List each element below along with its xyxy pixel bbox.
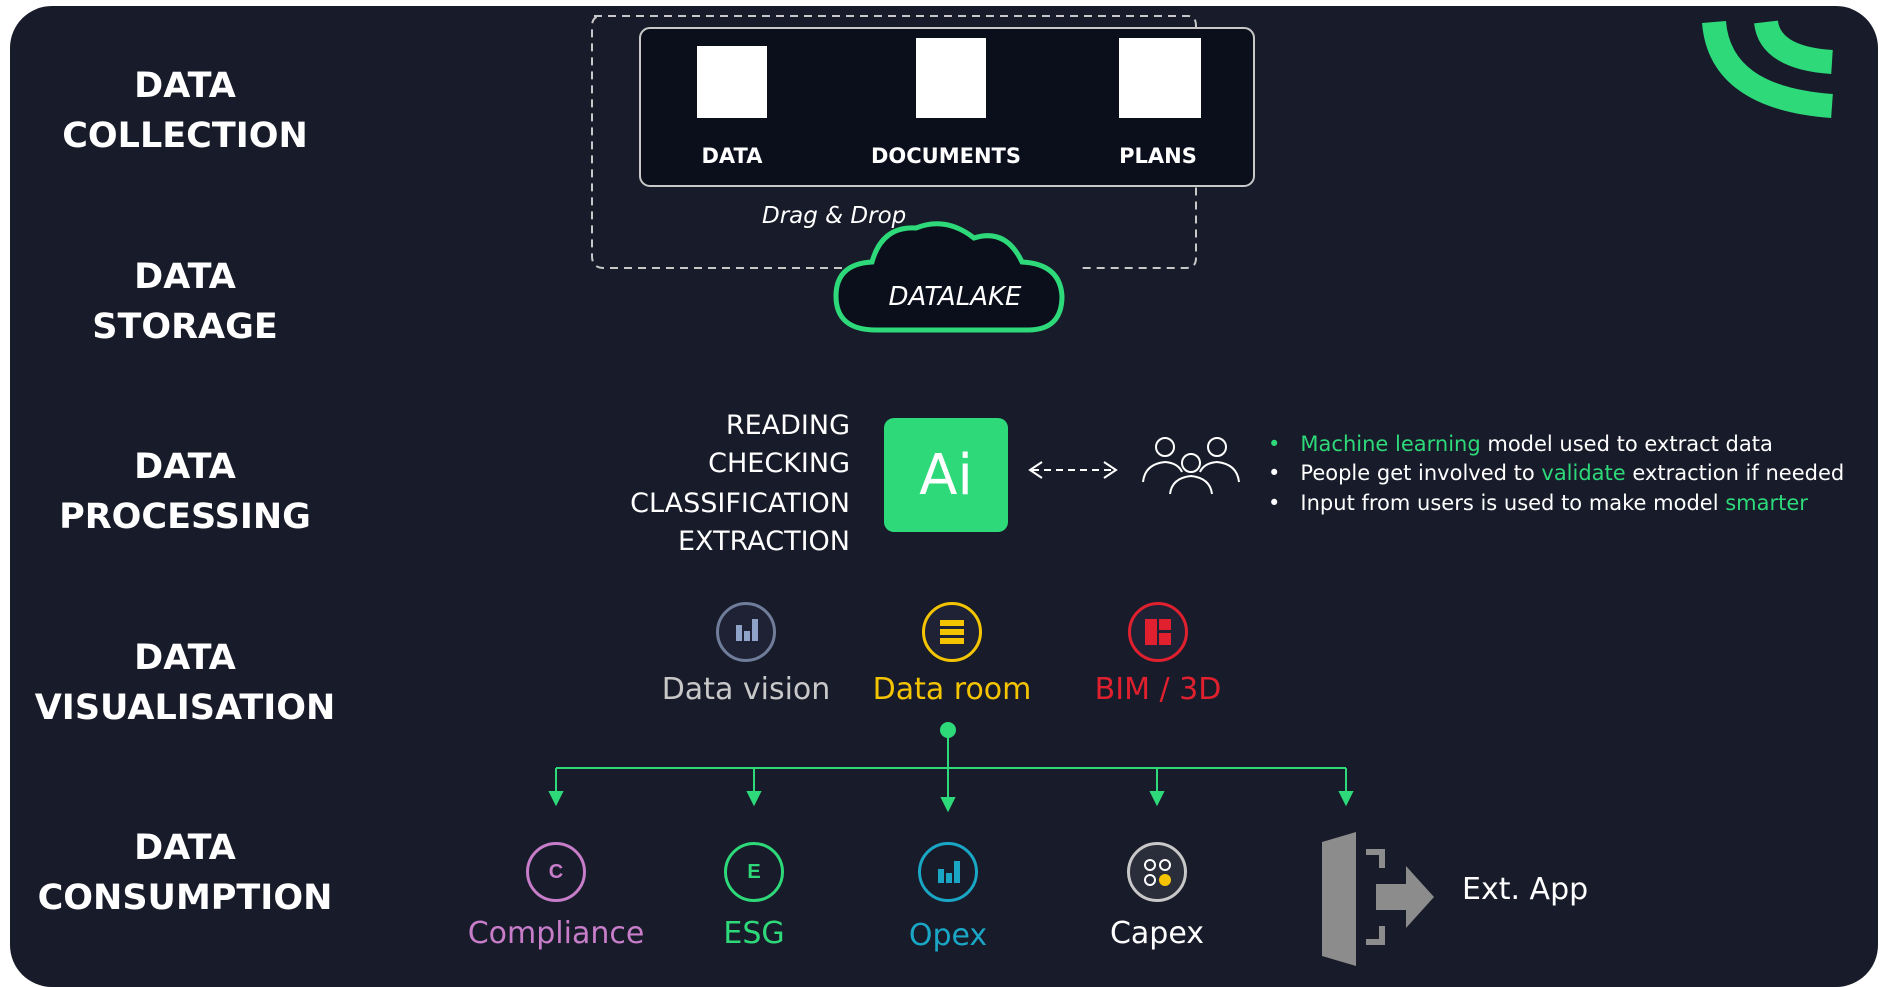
use-label-esg: ESG	[723, 916, 785, 951]
bullet-dot: •	[1268, 491, 1281, 515]
icon-letter: C	[548, 860, 564, 883]
bullet-dot: •	[1268, 461, 1281, 485]
compliance-icon: C	[526, 842, 586, 902]
export-icon	[1322, 832, 1434, 966]
signal-arcs-logo	[1702, 19, 1834, 118]
use-label-compliance: Compliance	[467, 916, 645, 951]
bullet-highlight: Machine learning	[1300, 432, 1481, 456]
datalake-label: DATALAKE	[888, 282, 1022, 312]
document-icon	[916, 38, 986, 118]
use-label-opex: Opex	[908, 918, 988, 953]
bullet-2: • People get involved to validate extrac…	[1268, 461, 1844, 485]
stage-line: VISUALISATION	[34, 688, 336, 728]
use-label-capex: Capex	[1109, 916, 1205, 951]
icon-letter: E	[747, 860, 761, 883]
stage-storage: DATA STORAGE	[10, 252, 360, 352]
stage-line: DATA	[134, 66, 236, 106]
tile-label-documents: DOCUMENTS	[870, 144, 1021, 168]
stage-line: CONSUMPTION	[37, 878, 333, 918]
stage-collection: DATA COLLECTION	[10, 61, 360, 161]
stage-visualisation: DATA VISUALISATION	[10, 633, 360, 733]
layout-icon	[1128, 602, 1188, 662]
tile-label-data: DATA	[701, 144, 763, 168]
stage-line: DATA	[134, 257, 236, 297]
viz-label-data-vision: Data vision	[661, 672, 831, 707]
use-label-ext-app: Ext. App	[1462, 872, 1589, 907]
stage-line: DATA	[134, 638, 236, 678]
stage-processing: DATA PROCESSING	[10, 442, 360, 542]
stack-icon	[922, 602, 982, 662]
ai-badge: Ai	[884, 418, 1008, 532]
data-file-icon	[697, 46, 767, 118]
process-step: READING	[725, 410, 850, 441]
process-step: CLASSIFICATION	[630, 488, 850, 519]
drag-drop-label: Drag & Drop	[762, 203, 907, 229]
process-step: CHECKING	[708, 448, 850, 479]
drop-zone-border	[591, 15, 1197, 269]
datalake-cloud-icon	[833, 221, 1065, 333]
stage-line: DATA	[134, 828, 236, 868]
apps-icon	[1127, 842, 1187, 902]
branch-connectors	[548, 722, 1354, 813]
plan-icon	[1119, 38, 1201, 118]
stage-line: STORAGE	[92, 307, 278, 347]
process-step: EXTRACTION	[678, 526, 850, 557]
stage-line: DATA	[134, 447, 236, 487]
stage-consumption: DATA CONSUMPTION	[10, 823, 360, 923]
bullet-text: People get involved to	[1300, 461, 1542, 485]
opex-bar-chart-icon	[918, 842, 978, 902]
bullet-highlight: smarter	[1725, 491, 1808, 515]
bullet-1: • Machine learning model used to extract…	[1268, 432, 1773, 456]
esg-icon: E	[724, 842, 784, 902]
viz-label-data-room: Data room	[872, 672, 1032, 707]
bullet-text: extraction if needed	[1625, 461, 1845, 485]
bar-chart-icon	[716, 602, 776, 662]
tile-label-plans: PLANS	[1119, 144, 1197, 168]
bullet-text: Input from users is used to make model	[1300, 491, 1726, 515]
bullet-3: • Input from users is used to make model…	[1268, 491, 1808, 515]
bullet-highlight: validate	[1541, 461, 1626, 485]
diagram-panel: DATA COLLECTION DATA STORAGE DATA PROCES…	[10, 6, 1878, 987]
bullet-text: model used to extract data	[1480, 432, 1773, 456]
stage-line: COLLECTION	[62, 116, 308, 156]
stage-line: PROCESSING	[59, 497, 311, 537]
ai-people-arrow	[1028, 461, 1118, 479]
bullet-dot: •	[1268, 432, 1281, 456]
viz-label-bim-3d: BIM / 3D	[1094, 672, 1222, 707]
people-group-icon	[1142, 437, 1240, 495]
ai-label: Ai	[919, 442, 973, 508]
